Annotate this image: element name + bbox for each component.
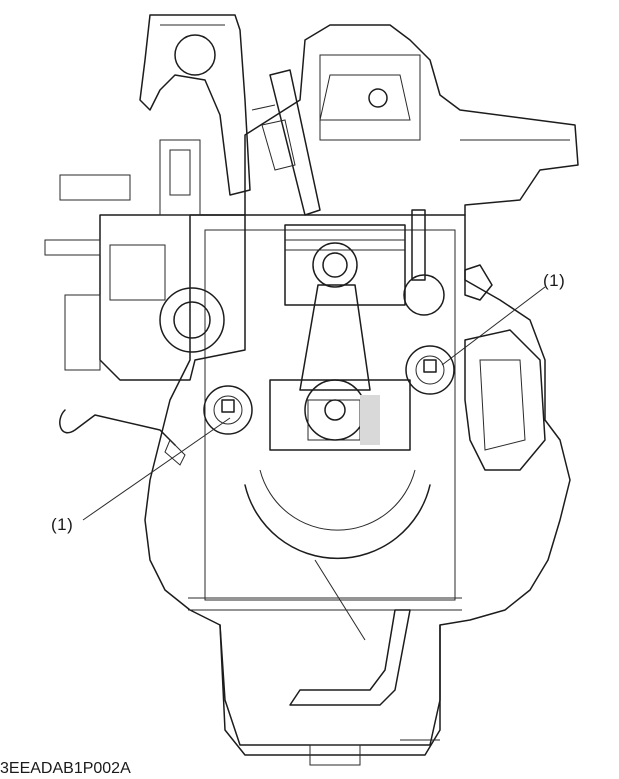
camshaft-left	[203, 385, 253, 435]
callout-label-right: (1)	[543, 271, 566, 290]
oil-pan	[219, 559, 441, 766]
dipstick-tube	[59, 409, 186, 466]
right-casting	[464, 264, 546, 471]
callout-label-left: (1)	[51, 515, 74, 534]
manifold-pipe	[139, 14, 251, 196]
callout-leader-left	[82, 417, 231, 521]
crankshaft	[244, 379, 431, 560]
figure-code: 3EEADAB1P002A	[0, 760, 131, 777]
callout-leader-right	[441, 286, 546, 366]
fuel-injection-pump	[44, 139, 246, 381]
engine-block-outline	[144, 214, 571, 746]
camshaft-right	[403, 209, 455, 395]
cylinder-head	[244, 24, 579, 216]
fuel-injector	[251, 69, 321, 216]
